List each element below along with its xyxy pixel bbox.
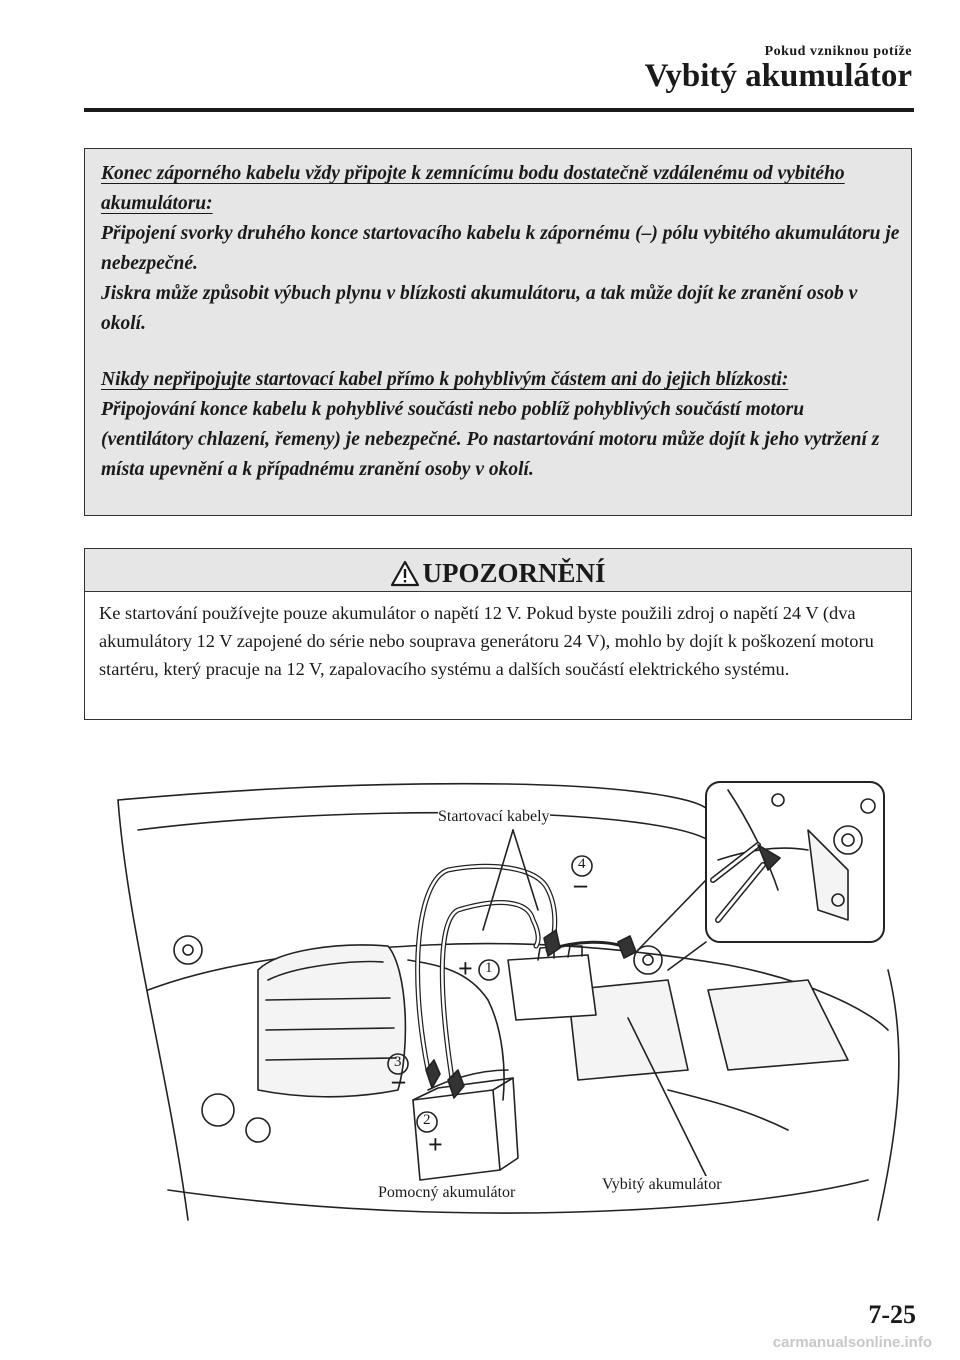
warning-triangle-icon: [391, 560, 420, 586]
jump-start-illustration: Startovací kabely Pomocný akumulátor Vyb…: [108, 770, 918, 1240]
warning-paragraph-3: Připojování konce kabelu k pohyblivé sou…: [101, 399, 880, 480]
plus-sign-dead: +: [458, 954, 473, 983]
step-1-marker: [478, 959, 500, 981]
step-2-marker: [416, 1111, 438, 1133]
step-1-number: 1: [485, 960, 493, 976]
watermark: carmanualsonline.info: [772, 1334, 932, 1351]
step-2-number: 2: [423, 1112, 431, 1128]
minus-sign-booster: –: [392, 1066, 405, 1095]
minus-sign-ground: –: [574, 870, 587, 899]
dead-battery: [507, 954, 597, 1021]
label-dead-battery: Vybitý akumulátor: [602, 1176, 722, 1194]
warning-heading-1: Konec záporného kabelu vždy připojte k z…: [101, 163, 845, 214]
step-4-number: 4: [578, 856, 586, 872]
step-3-marker: [387, 1053, 409, 1075]
page-title: Vybitý akumulátor: [644, 58, 912, 94]
section-name: Pokud vzniknou potíže: [764, 44, 912, 59]
caution-body: Ke startování používejte pouze akumuláto…: [99, 603, 874, 679]
caution-box: UPOZORNĚNÍ Ke startování používejte pouz…: [84, 548, 912, 720]
warning-box: Konec záporného kabelu vždy připojte k z…: [84, 148, 912, 516]
step-4-marker: [571, 855, 593, 877]
caution-header: UPOZORNĚNÍ: [85, 549, 911, 592]
plus-sign-booster: +: [428, 1130, 443, 1159]
warning-paragraph-2: Jiskra může způsobit výbuch plynu v blíz…: [101, 283, 858, 334]
step-3-number: 3: [394, 1054, 402, 1070]
warning-heading-2: Nikdy nepřipojujte startovací kabel přím…: [101, 369, 789, 390]
hood-edge: [117, 782, 709, 811]
booster-battery: [412, 1089, 501, 1181]
page-number: 7-25: [868, 1300, 916, 1329]
warning-paragraph-1: Připojení svorky druhého konce startovac…: [101, 223, 900, 274]
warning-text: Konec záporného kabelu vždy připojte k z…: [101, 159, 901, 485]
label-booster-battery: Pomocný akumulátor: [378, 1184, 516, 1202]
header-rule: [84, 108, 914, 112]
label-jumper-cables: Startovací kabely: [438, 808, 550, 826]
caution-title: UPOZORNĚNÍ: [422, 558, 606, 588]
